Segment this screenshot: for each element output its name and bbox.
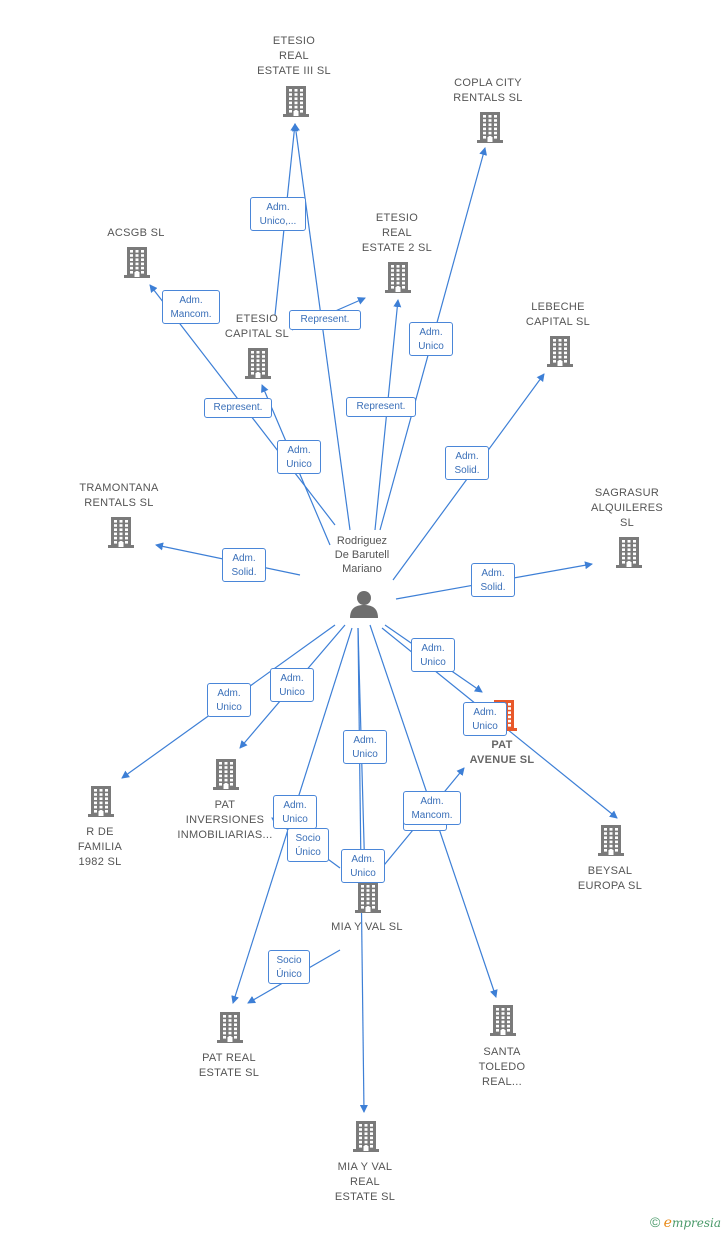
company-label-beysal[interactable]: BEYSAL EUROPA SL: [577, 865, 643, 892]
company-label-miareal[interactable]: MIA Y VAL REAL ESTATE SL: [334, 1161, 396, 1203]
company-label-patreal[interactable]: PAT REAL ESTATE SL: [198, 1052, 260, 1079]
company-building-icon-etesio2[interactable]: [382, 260, 414, 294]
company-label-acsgb[interactable]: ACSGB SL: [107, 227, 165, 239]
company-label-etesio2[interactable]: ETESIO REAL ESTATE 2 SL: [361, 212, 433, 254]
role-badge-17: Socio Único: [287, 828, 329, 862]
role-badge-12: Adm. Unico: [411, 638, 455, 672]
company-building-icon-miareal[interactable]: [350, 1119, 382, 1153]
role-badge-6: Represent.: [346, 397, 416, 417]
company-building-icon-beysal[interactable]: [595, 823, 627, 857]
role-badge-11: Adm. Unico: [270, 668, 314, 702]
brand-name: mpresia: [671, 1216, 722, 1230]
company-label-rdf[interactable]: R DE FAMILIA 1982 SL: [77, 826, 123, 868]
role-badge-1: Adm. Mancom.: [162, 290, 220, 324]
role-badge-14: Adm. Unico: [343, 730, 387, 764]
company-label-etesiocap[interactable]: ETESIO CAPITAL SL: [224, 313, 290, 340]
role-badge-15: Adm. Unico: [273, 795, 317, 829]
company-building-icon-santa[interactable]: [487, 1003, 519, 1037]
company-label-etesio3[interactable]: ETESIO REAL ESTATE III SL: [257, 35, 331, 77]
role-badge-9: Adm. Solid.: [222, 548, 266, 582]
company-building-icon-sagrasur[interactable]: [613, 535, 645, 569]
empresia-brand: © empresia: [650, 1214, 721, 1231]
company-building-icon-patreal[interactable]: [214, 1010, 246, 1044]
role-badge-20: Socio Único: [268, 950, 310, 984]
company-label-sagrasur[interactable]: SAGRASUR ALQUILERES SL: [590, 487, 664, 529]
company-label-copla[interactable]: COPLA CITY RENTALS SL: [453, 77, 523, 104]
role-badge-18: Adm. Unico: [341, 849, 385, 883]
role-badge-19: Adm. Mancom.: [403, 791, 461, 825]
person-icon[interactable]: [348, 588, 380, 620]
company-label-tramontana[interactable]: TRAMONTANA RENTALS SL: [79, 482, 159, 509]
role-badge-4: Represent.: [204, 398, 272, 418]
role-badge-2: Adm. Unico: [277, 440, 321, 474]
company-building-icon-patinv[interactable]: [210, 757, 242, 791]
copyright-icon: ©: [650, 1214, 661, 1230]
company-label-miayval[interactable]: MIA Y VAL SL: [331, 921, 403, 933]
role-badge-10: Adm. Solid.: [471, 563, 515, 597]
company-label-santa[interactable]: SANTA TOLEDO REAL...: [478, 1046, 526, 1088]
company-label-lebeche[interactable]: LEBECHE CAPITAL SL: [525, 301, 591, 328]
company-building-icon-rdf[interactable]: [85, 784, 117, 818]
company-building-icon-acsgb[interactable]: [121, 245, 153, 279]
company-building-icon-etesiocap[interactable]: [242, 346, 274, 380]
brand-e: e: [663, 1215, 672, 1231]
role-badge-3: Represent.: [289, 310, 361, 330]
role-badge-7: Adm. Unico: [207, 683, 251, 717]
role-badge-8: Adm. Solid.: [445, 446, 489, 480]
company-building-icon-miayval[interactable]: [352, 880, 384, 914]
company-building-icon-etesio3[interactable]: [280, 84, 312, 118]
role-badge-13: Adm. Unico: [463, 702, 507, 736]
company-label-pat[interactable]: PAT AVENUE SL: [469, 739, 535, 766]
role-badge-0: Adm. Unico,...: [250, 197, 306, 231]
company-building-icon-tramontana[interactable]: [105, 515, 137, 549]
company-building-icon-copla[interactable]: [474, 110, 506, 144]
center-person-label: Rodriguez De Barutell Mariano: [334, 535, 390, 575]
role-badge-5: Adm. Unico: [409, 322, 453, 356]
company-label-patinv[interactable]: PAT INVERSIONES INMOBILIARIAS...: [177, 799, 273, 841]
company-building-icon-lebeche[interactable]: [544, 334, 576, 368]
